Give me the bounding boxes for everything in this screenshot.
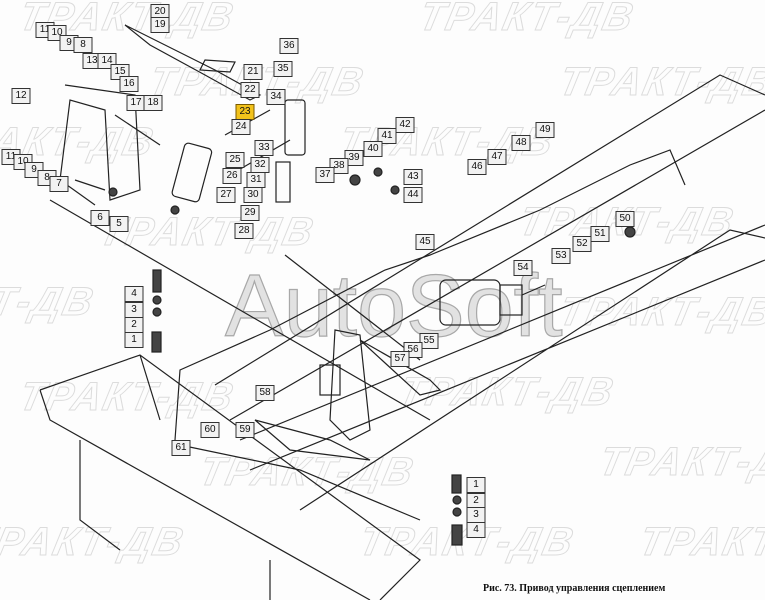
- callout-25[interactable]: 25: [225, 152, 245, 168]
- callout-54[interactable]: 54: [513, 260, 533, 276]
- callout-12[interactable]: 12: [11, 88, 31, 104]
- reservoir: [284, 99, 306, 156]
- callout-61[interactable]: 61: [171, 440, 191, 456]
- master-cylinder: [171, 142, 213, 203]
- callout-26[interactable]: 26: [222, 168, 242, 184]
- callout-46[interactable]: 46: [467, 159, 487, 175]
- figure-caption: Рис. 73. Привод управления сцеплением: [483, 583, 666, 594]
- callout-44[interactable]: 44: [403, 187, 423, 203]
- callout-16[interactable]: 16: [119, 76, 139, 92]
- callout-35[interactable]: 35: [273, 61, 293, 77]
- callout-53[interactable]: 53: [551, 248, 571, 264]
- callout-60[interactable]: 60: [200, 422, 220, 438]
- callout-6[interactable]: 6: [90, 210, 110, 226]
- callout-8[interactable]: 8: [73, 37, 93, 53]
- frame-rail-left: [39, 354, 421, 600]
- callout-28[interactable]: 28: [234, 223, 254, 239]
- callout-24[interactable]: 24: [231, 119, 251, 135]
- pedal-pad: [199, 59, 236, 73]
- callout-36[interactable]: 36: [279, 38, 299, 54]
- callout-39[interactable]: 39: [344, 150, 364, 166]
- callout-37[interactable]: 37: [315, 167, 335, 183]
- mounting-plate: [254, 419, 371, 461]
- hydraulic-pipe: [174, 149, 686, 441]
- callout-42[interactable]: 42: [395, 117, 415, 133]
- callout-5[interactable]: 5: [109, 216, 129, 232]
- callout-50[interactable]: 50: [615, 211, 635, 227]
- callout-51[interactable]: 51: [590, 226, 610, 242]
- pedal-stop: [319, 364, 341, 396]
- callout-27[interactable]: 27: [216, 187, 236, 203]
- callout-18[interactable]: 18: [143, 95, 163, 111]
- callout-2[interactable]: 2: [124, 317, 144, 333]
- callout-1[interactable]: 1: [466, 477, 486, 493]
- callout-31[interactable]: 31: [246, 172, 266, 188]
- callout-7[interactable]: 7: [49, 176, 69, 192]
- callout-3[interactable]: 3: [124, 302, 144, 318]
- callout-22[interactable]: 22: [240, 82, 260, 98]
- callout-43[interactable]: 43: [403, 169, 423, 185]
- callout-3[interactable]: 3: [466, 507, 486, 523]
- callout-34[interactable]: 34: [266, 89, 286, 105]
- callout-40[interactable]: 40: [363, 141, 383, 157]
- callout-29[interactable]: 29: [240, 205, 260, 221]
- pedal-shaft: [114, 114, 161, 146]
- callout-33[interactable]: 33: [254, 140, 274, 156]
- hydraulic-hose: [179, 444, 421, 521]
- callout-4[interactable]: 4: [124, 286, 144, 302]
- callout-58[interactable]: 58: [255, 385, 275, 401]
- callout-1[interactable]: 1: [124, 332, 144, 348]
- callout-47[interactable]: 47: [487, 149, 507, 165]
- callout-32[interactable]: 32: [250, 157, 270, 173]
- callout-17[interactable]: 17: [126, 95, 146, 111]
- callout-19[interactable]: 19: [150, 17, 170, 33]
- callout-41[interactable]: 41: [377, 128, 397, 144]
- pedal-lever: [124, 24, 262, 101]
- callout-45[interactable]: 45: [415, 234, 435, 250]
- callout-21[interactable]: 21: [243, 64, 263, 80]
- spring: [275, 161, 291, 203]
- callout-30[interactable]: 30: [243, 187, 263, 203]
- callout-23[interactable]: 23: [235, 104, 255, 120]
- callout-57[interactable]: 57: [390, 351, 410, 367]
- callout-49[interactable]: 49: [535, 122, 555, 138]
- frame-rail-right: [214, 74, 765, 511]
- callout-55[interactable]: 55: [419, 333, 439, 349]
- callout-48[interactable]: 48: [511, 135, 531, 151]
- clutch-booster: [439, 279, 546, 326]
- callout-4[interactable]: 4: [466, 522, 486, 538]
- callout-59[interactable]: 59: [235, 422, 255, 438]
- callout-52[interactable]: 52: [572, 236, 592, 252]
